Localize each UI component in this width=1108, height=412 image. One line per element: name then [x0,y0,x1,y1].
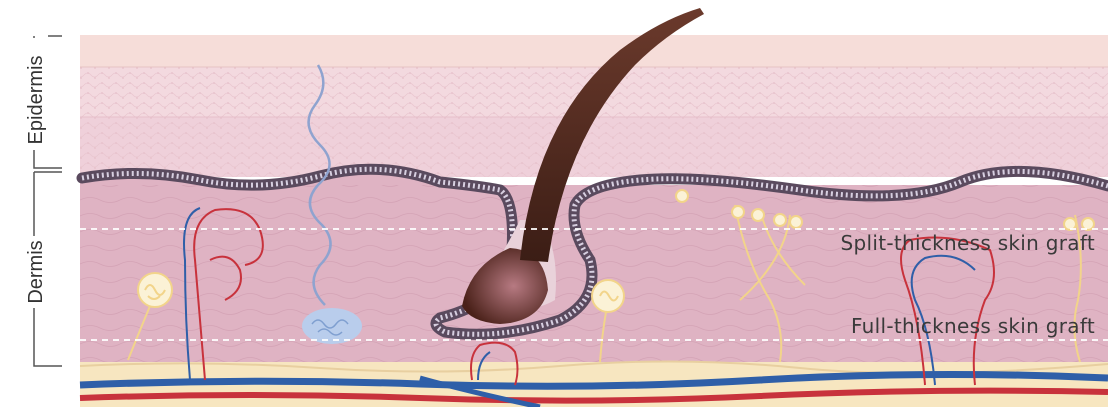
full-thickness-label: Full-thickness skin graft [851,314,1095,338]
stratum-corneum [80,35,1108,67]
dermis-label: Dermis [25,240,47,303]
epidermis-label: Epidermis [25,56,47,145]
sweat-gland [302,308,362,344]
split-thickness-label: Split-thickness skin graft [841,231,1096,255]
